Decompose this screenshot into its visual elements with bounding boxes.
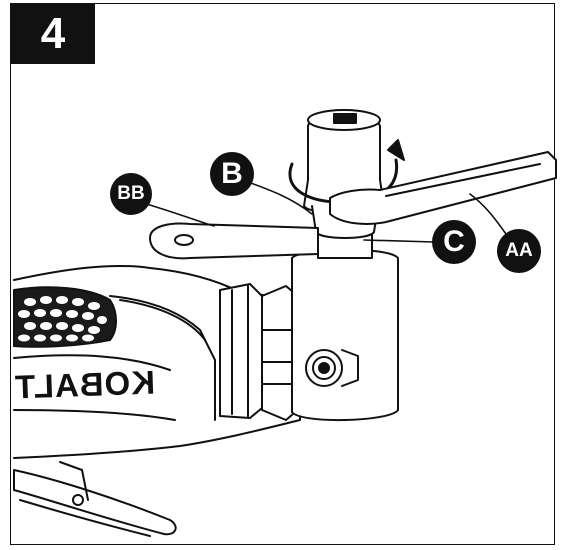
step-number-badge: 4	[11, 4, 95, 64]
wrench-bb	[149, 222, 319, 260]
grip-texture	[18, 296, 107, 342]
angle-head	[291, 248, 399, 422]
trigger-lever	[13, 469, 177, 536]
figure-frame	[10, 3, 555, 545]
callout-bb: BB	[110, 173, 152, 215]
brand-logo-text: KOBALT	[13, 363, 156, 406]
wrench-aa	[329, 151, 557, 225]
callout-b: B	[210, 152, 254, 196]
callout-aa: AA	[497, 229, 541, 273]
collar	[219, 283, 263, 419]
callout-c: C	[432, 220, 476, 264]
